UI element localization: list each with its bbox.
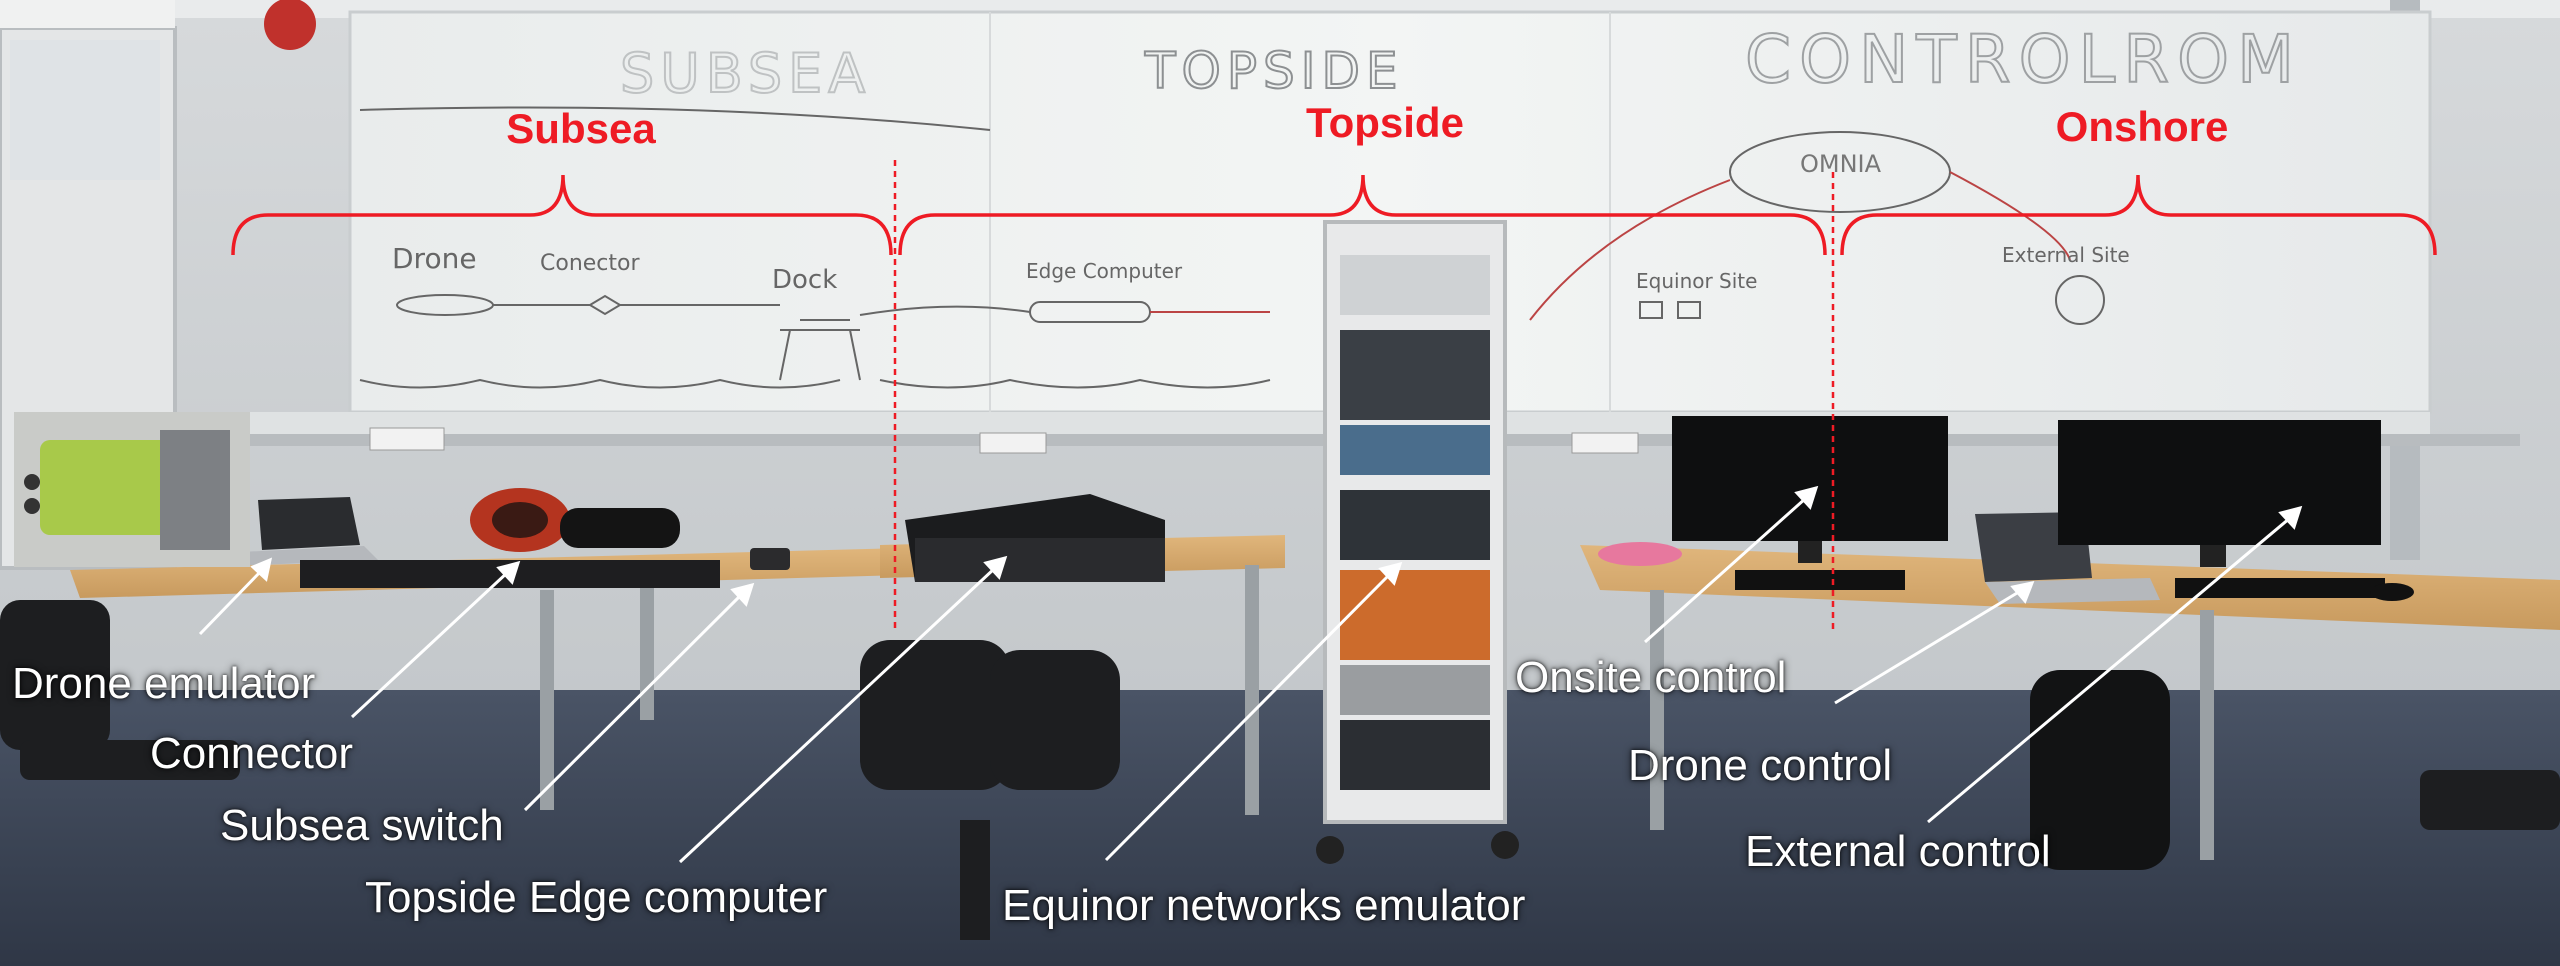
external-site-globe-sketch xyxy=(2055,275,2105,325)
label-drone-control: Drone control xyxy=(1628,741,1893,790)
label-drone-emulator: Drone emulator xyxy=(12,659,316,708)
arrow-external-control xyxy=(1927,516,2291,824)
arrow-connector xyxy=(350,570,510,719)
label-onsite-control: Onsite control xyxy=(1515,653,1787,702)
topside-edge-computer xyxy=(905,494,1165,582)
label-arrows xyxy=(198,485,2303,864)
door-window xyxy=(10,40,160,180)
fire-alarm xyxy=(264,0,316,50)
whiteboard-connector: Conector xyxy=(540,251,640,276)
zone-title-subsea: Subsea xyxy=(506,105,656,152)
label-connector: Connector xyxy=(150,729,354,778)
whiteboard-title-topside: TOPSIDE xyxy=(1144,42,1404,100)
brace-topside xyxy=(898,174,1827,256)
office-chair-right xyxy=(2420,770,2560,830)
whiteboard-equinor-site: Equinor Site xyxy=(1636,269,1757,293)
wall-socket xyxy=(979,432,1047,454)
backpack xyxy=(2030,670,2170,870)
brace-onshore xyxy=(1840,174,2437,256)
whiteboard-drone: Drone xyxy=(392,242,477,275)
whiteboard-edge-computer: Edge Computer xyxy=(1026,259,1183,283)
label-equinor-networks-emulator: Equinor networks emulator xyxy=(1002,881,1526,930)
wall-socket xyxy=(1571,432,1639,454)
whiteboard-dock: Dock xyxy=(772,265,837,295)
arrow-equinor-networks xyxy=(1104,572,1392,862)
arrow-subsea-switch xyxy=(523,592,744,812)
zone-title-onshore: Onshore xyxy=(2055,103,2229,150)
brace-subsea xyxy=(231,174,893,256)
label-external-control: External control xyxy=(1745,827,2051,876)
whiteboard-omnia: OMNIA xyxy=(1800,150,1882,178)
whiteboard-sketch xyxy=(359,106,2105,389)
label-topside-edge-computer: Topside Edge computer xyxy=(365,873,828,922)
whiteboard-external-site: External Site xyxy=(2002,243,2130,267)
whiteboard-title-controlrom: CONTROLROM xyxy=(1745,21,2302,98)
drone-inset-photo xyxy=(14,412,250,567)
dock-sketch xyxy=(779,319,861,381)
wall-socket xyxy=(369,427,445,451)
onsite-control-monitor xyxy=(1598,416,1948,590)
office-chair-left xyxy=(0,600,240,780)
label-subsea-switch: Subsea switch xyxy=(220,801,504,850)
office-chair-middle xyxy=(860,640,1120,940)
arrow-onsite-control xyxy=(1644,496,1807,644)
zone-title-topside: Topside xyxy=(1306,99,1464,146)
subsea-switch-box xyxy=(750,548,790,570)
network-rack xyxy=(1316,220,1519,864)
arrow-topside-edge-computer xyxy=(678,566,997,864)
external-control-monitor xyxy=(2058,420,2414,601)
arrow-drone-control xyxy=(1834,588,2023,705)
arrow-drone-emulator xyxy=(198,568,264,636)
whiteboard-title-subsea: SUBSEA xyxy=(620,42,871,105)
